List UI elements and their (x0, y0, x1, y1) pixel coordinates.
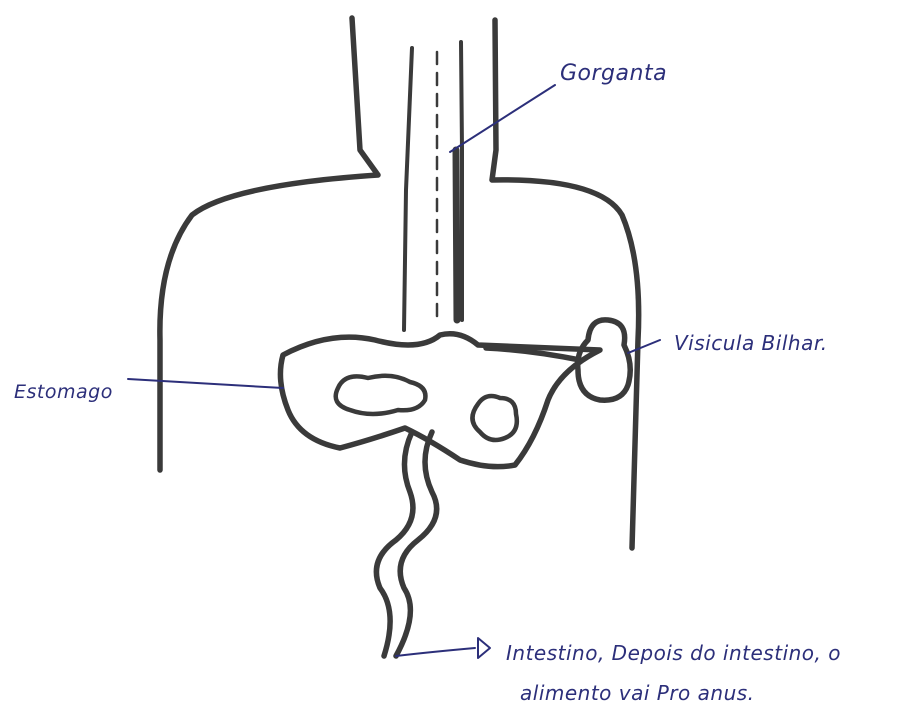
throat-leader-line (450, 85, 555, 152)
stomach-label: Estomago (14, 381, 113, 403)
intestine-arrowhead (478, 638, 490, 658)
intestine-arrow-line (396, 648, 475, 656)
esophagus-inner-wall (456, 150, 457, 320)
stomach-food-blob-left (336, 376, 426, 414)
stomach-leader-line (128, 379, 283, 388)
gallbladder-label: Visicula Bilhar. (674, 331, 828, 355)
torso-outline-right (492, 20, 639, 548)
intestine-label-line2: alimento vai Pro anus. (520, 681, 755, 705)
esophagus-left-wall (404, 48, 412, 330)
torso-outline-left (160, 18, 378, 470)
intestine-label-line1: Intestino, Depois do intestino, o (506, 641, 841, 665)
gallbladder-leader-line (628, 340, 660, 353)
esophagus-right-wall (461, 42, 462, 320)
throat-label: Gorganta (560, 61, 667, 86)
stomach-food-blob-right (472, 396, 516, 440)
